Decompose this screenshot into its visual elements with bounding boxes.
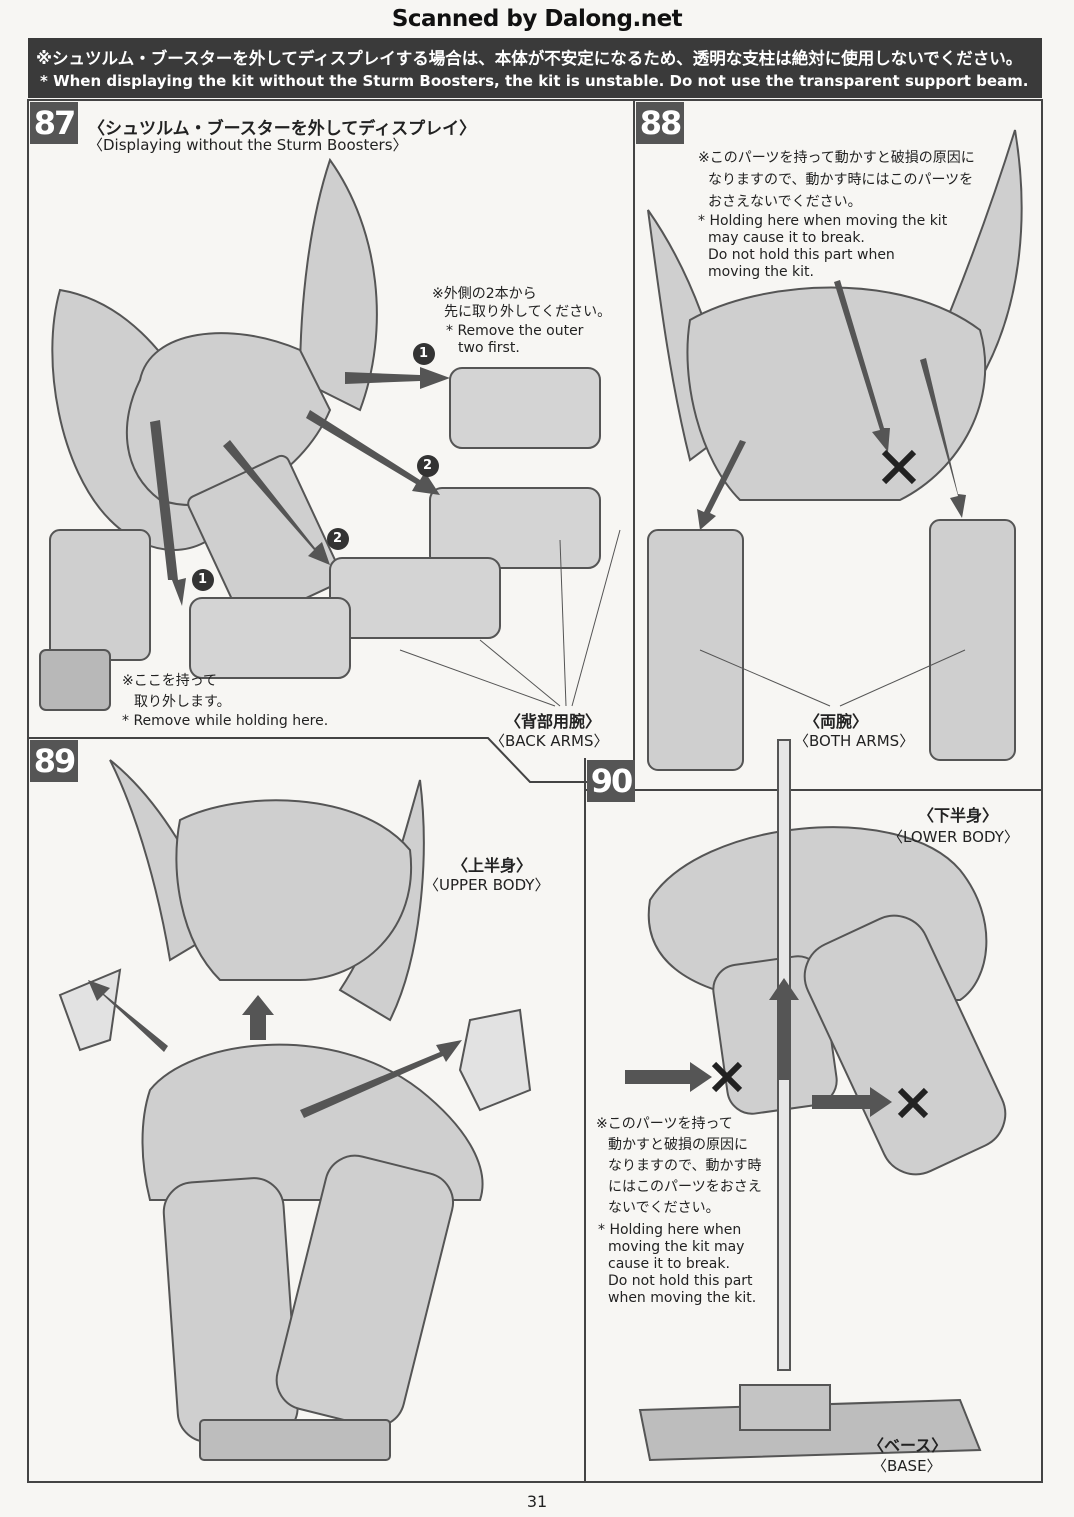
step88-label-leaders (699, 649, 966, 707)
step-number-89: 89 (30, 740, 78, 782)
step90-note-en-5: when moving the kit. (608, 1290, 757, 1306)
step87-note-hold-jp-2: 取り外します。 (134, 694, 231, 710)
step87-note-outer-en-1: * Remove the outer (446, 323, 584, 339)
step90-note-en-4: Do not hold this part (608, 1273, 753, 1289)
step87-note-outer-jp-1: ※外側の2本から (432, 286, 537, 302)
step89-label-en: 〈UPPER BODY〉 (424, 876, 550, 894)
step87-marker-2b: 2 (333, 531, 343, 546)
step88-note-en-2: may cause it to break. (708, 230, 865, 246)
step87-arrows (150, 367, 450, 606)
step88-note-en-3: Do not hold this part when (708, 247, 895, 263)
step87-label-leaders (399, 529, 621, 707)
step90-note-jp-5: ないでください。 (608, 1200, 720, 1216)
step88-note-en-4: moving the kit. (708, 264, 814, 280)
step87-title-jp: 〈シュツルム・ブースターを外してディスプレイ〉 (88, 119, 477, 139)
step88-arrows (697, 280, 966, 530)
step87-robot-illustration (39, 157, 378, 711)
step87-note-hold-en: * Remove while holding here. (122, 713, 329, 729)
step87-booster-parts (189, 367, 601, 679)
step87-label-en: 〈BACK ARMS〉 (490, 732, 609, 750)
step88-label-en: 〈BOTH ARMS〉 (794, 732, 915, 750)
warning-text-jp: ※シュツルム・ブースターを外してディスプレイする場合は、本体が不安定になるため、… (36, 49, 1023, 68)
step90-note-en-1: * Holding here when (598, 1222, 742, 1238)
step87-title-en: 〈Displaying without the Sturm Boosters〉 (88, 136, 408, 154)
step90-label-bottom-jp: 〈ベース〉 (868, 1436, 948, 1455)
step90-lower-body-illustration (647, 826, 1007, 1176)
watermark-text: Scanned by Dalong.net (391, 6, 683, 32)
step88-note-jp-2: なりますので、動かす時にはこのパーツを (708, 172, 974, 188)
step90-arrows (625, 978, 892, 1117)
step87-note-outer-en-2: two first. (458, 340, 520, 356)
step89-arrows (88, 980, 462, 1118)
step89-label-jp: 〈上半身〉 (452, 856, 533, 875)
step-number-87: 87 (30, 102, 78, 144)
step90-note-jp-3: なりますので、動かす時 (608, 1158, 762, 1174)
step90-label-top-en: 〈LOWER BODY〉 (888, 828, 1019, 846)
step90-note-jp-2: 動かすと破損の原因に (608, 1137, 748, 1153)
booster-2a (429, 487, 601, 569)
step90-label-bottom-en: 〈BASE〉 (872, 1457, 942, 1475)
step90-note-en-3: cause it to break. (608, 1256, 730, 1272)
booster-2b (329, 557, 501, 639)
step-number-90: 90 (587, 760, 635, 802)
step90-label-top-jp: 〈下半身〉 (918, 806, 999, 825)
step89-upper-body-illustration (109, 759, 425, 1022)
step87-marker-2a: 2 (423, 458, 433, 473)
right-arm-part (929, 519, 1016, 761)
step89-lower-body-illustration (141, 1043, 484, 1461)
divider-87-89 (28, 737, 634, 783)
step87-marker-1b: 1 (198, 572, 208, 587)
booster-1a (449, 367, 601, 449)
step88-note-jp-3: おさえないでください。 (708, 194, 862, 210)
warning-banner: ※シュツルム・ブースターを外してディスプレイする場合は、本体が不安定になるため、… (28, 38, 1042, 98)
step87-order-markers (192, 343, 439, 591)
step87-note-outer-jp-2: 先に取り外してください。 (444, 304, 612, 320)
page-number: 31 (526, 1492, 548, 1511)
left-arm-part (647, 529, 744, 771)
step88-note-jp-1: ※このパーツを持って動かすと破損の原因に (698, 150, 975, 166)
step88-note-en-1: * Holding here when moving the kit (698, 213, 948, 229)
step90-note-jp-1: ※このパーツを持って (596, 1116, 733, 1132)
step90-note-en-2: moving the kit may (608, 1239, 745, 1255)
booster-1b (189, 597, 351, 679)
step87-note-hold-jp-1: ※ここを持って (122, 673, 218, 689)
step87-marker-1a: 1 (419, 346, 429, 361)
step88-label-jp: 〈両腕〉 (804, 712, 869, 731)
step88-robot-illustration (647, 129, 1023, 771)
step-number-88: 88 (636, 102, 684, 144)
step90-note-jp-4: にはこのパーツをおさえ (608, 1179, 762, 1195)
step90-x-marks (711, 1061, 929, 1119)
step88-x-mark (881, 449, 917, 485)
step87-label-jp: 〈背部用腕〉 (505, 712, 602, 731)
warning-text-en: * When displaying the kit without the St… (40, 72, 1029, 90)
